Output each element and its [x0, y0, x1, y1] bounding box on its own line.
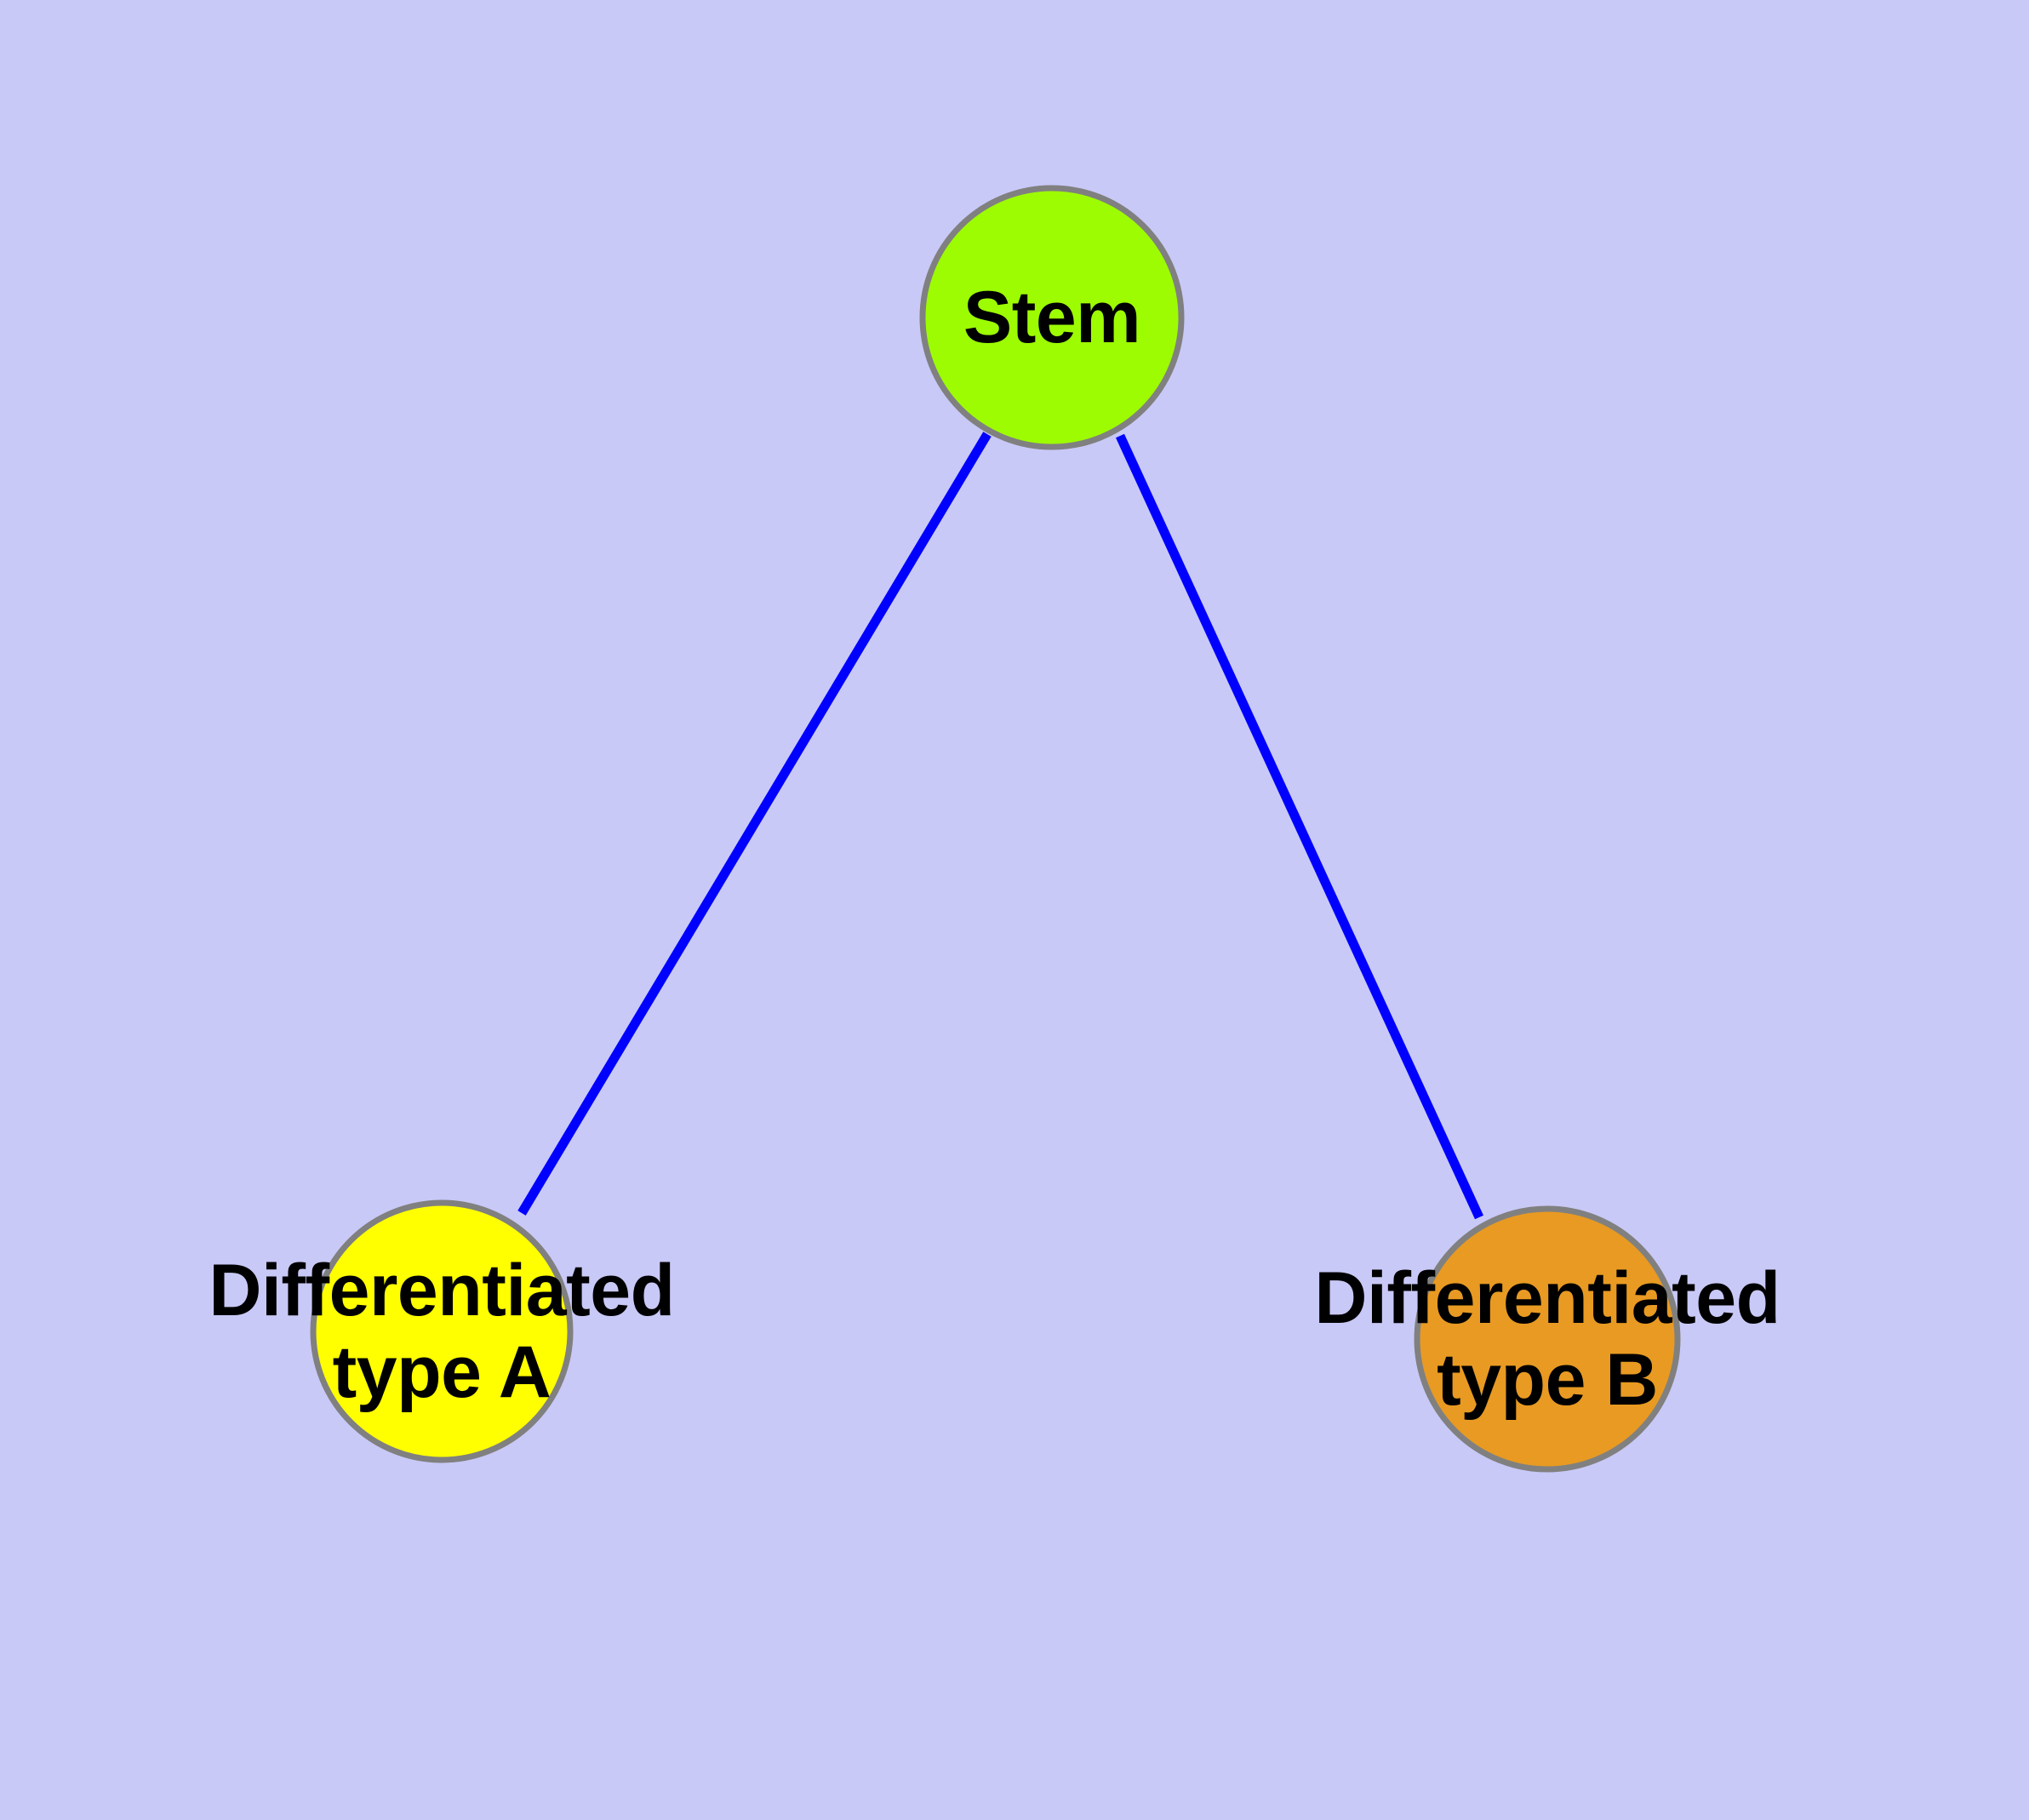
- edge-stem-to-type-b[interactable]: [1116, 433, 1483, 1220]
- edge-stem-to-type-a[interactable]: [517, 432, 992, 1216]
- node-stem[interactable]: [919, 185, 1185, 450]
- edges-group: [517, 432, 1483, 1220]
- node-differentiated-type-b[interactable]: [1414, 1205, 1681, 1473]
- nodes-group: [310, 185, 1681, 1473]
- node-differentiated-type-a[interactable]: [310, 1199, 574, 1463]
